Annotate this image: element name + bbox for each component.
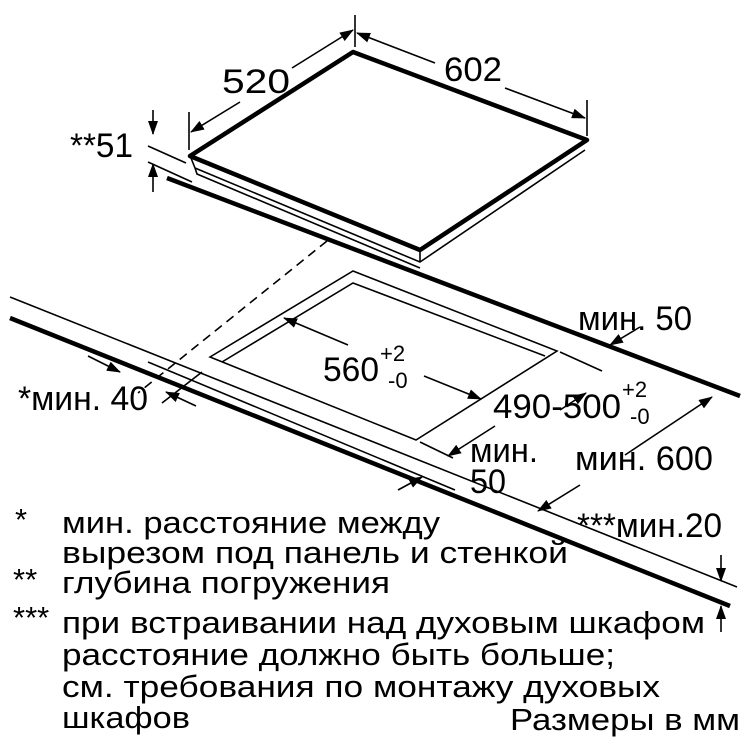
worktop-front-bottom-edge (9, 315, 731, 609)
label-cutout-width-tol-plus: +2 (380, 341, 405, 366)
footnote-text: при встраивании над духовым шкафом (62, 605, 705, 640)
dimension-arrow-back-50 (609, 326, 641, 346)
label-worktop-depth: мин. 600 (575, 440, 713, 478)
hob-side-edge (190, 149, 586, 269)
footnote-text: см. требования по монтажу духовых (62, 669, 661, 704)
dimension-arrow-602 (356, 32, 436, 64)
footnote-marker: *** (13, 600, 49, 635)
hob-dimensions (147, 15, 588, 192)
label-front-clearance-value: 50 (470, 463, 506, 501)
footnote-text: мин. расстояние между (62, 505, 441, 540)
footnotes: * мин. расстояние между вырезом под пане… (13, 502, 740, 737)
footnote-text: шкафов (62, 700, 190, 735)
label-cutout-depth-tol-minus: -0 (630, 404, 650, 429)
dimension-arrow-490-500 (559, 392, 587, 411)
label-hob-depth: 520 (222, 63, 290, 101)
label-cutout-width: 560 (323, 351, 379, 389)
label-cutout-depth-tol-plus: +2 (622, 377, 647, 402)
footnote-text: вырезом под панель и стенкой (62, 535, 568, 570)
dimension-arrow-560 (283, 317, 349, 346)
worktop (9, 175, 741, 609)
label-back-clearance: мин. 50 (578, 300, 692, 338)
label-wall-clearance: *мин. 40 (18, 380, 148, 418)
hob (187, 49, 590, 269)
cutout-dimensions (87, 317, 726, 632)
dimension-arrow-602 (504, 87, 586, 119)
dimension-arrow-600 (624, 396, 713, 456)
hob-top-surface (187, 49, 590, 253)
label-cutout-width-tol-minus: -0 (388, 368, 408, 393)
units-label: Размеры в мм (510, 702, 740, 737)
worktop-back-edge (166, 175, 741, 399)
label-hob-width: 602 (444, 51, 502, 89)
dimension-arrow-40 (87, 355, 121, 373)
extension-line (147, 145, 187, 164)
dimension-arrow-40 (165, 391, 197, 407)
label-immersion-depth: **51 (70, 127, 133, 165)
footnote-marker: * (15, 502, 27, 537)
footnote-marker: ** (13, 562, 37, 597)
dimension-arrow-front-50 (397, 476, 423, 491)
dimension-arrow-520 (190, 101, 241, 133)
extension-line (559, 351, 603, 372)
footnote-text: расстояние должно быть больше; (62, 637, 615, 672)
front-extension-line (147, 361, 456, 491)
dimension-arrow-560 (423, 375, 482, 400)
footnote-text: глубина погружения (62, 565, 390, 600)
dimension-arrow-490-500 (447, 425, 496, 457)
hob-projection-dashed-line (137, 240, 328, 394)
cutout-outline (208, 270, 559, 441)
cutout-inner-edge (221, 282, 546, 363)
label-front-clearance: мин. (470, 432, 538, 470)
label-cutout-depth: 490-500 (493, 388, 621, 426)
dimension-arrow-600 (537, 484, 581, 512)
dimension-arrow-520 (291, 29, 354, 69)
label-worktop-thickness: ***мин.20 (577, 507, 722, 545)
worktop-front-top-edge (9, 296, 738, 588)
